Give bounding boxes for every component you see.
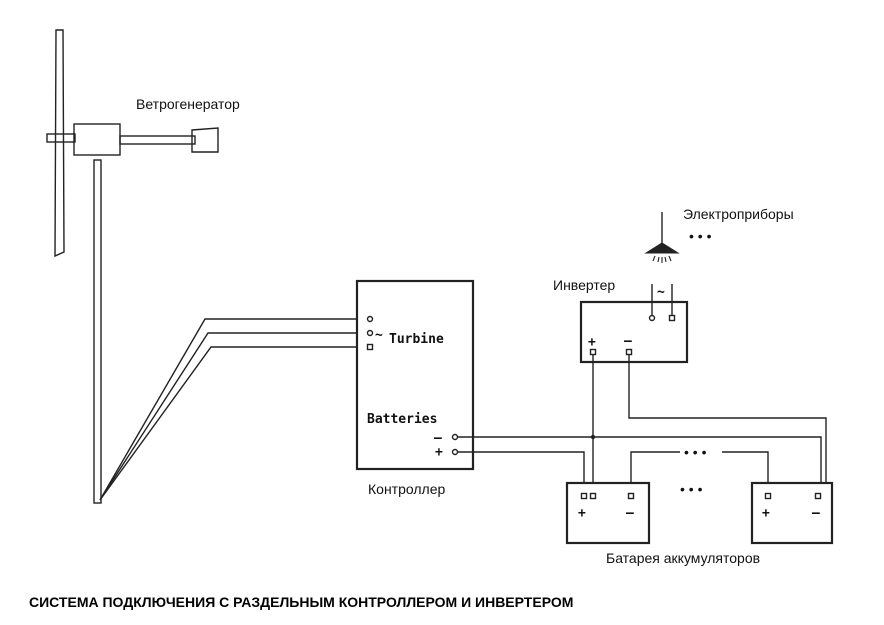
battery-right-minus-terminal (814, 492, 822, 500)
battery-left-minus-terminal (627, 492, 635, 500)
inverter-box (579, 300, 689, 364)
appliance-wires (651, 284, 673, 315)
turbine-tower (93, 159, 102, 504)
diagram-caption: СИСТЕМА ПОДКЛЮЧЕНИЯ С РАЗДЕЛЬНЫМ КОНТРОЛ… (29, 594, 573, 610)
dc-wiring (458, 355, 827, 496)
inverter-dc-minus-terminal (625, 348, 633, 356)
turbine-tail-fin (191, 127, 219, 153)
battery-right: + – (750, 481, 834, 545)
battery-bank-label: Батарея аккумуляторов (606, 550, 760, 566)
turbine-blade (54, 29, 65, 258)
controller-ac-symbol: ~ (375, 328, 383, 343)
inverter-ac-symbol: ~ (657, 285, 665, 300)
battery-left: + – (565, 481, 651, 545)
inverter-ac-terminal-1 (648, 314, 656, 322)
battery-right-plus-terminal (764, 492, 772, 500)
inverter-label: Инвертер (553, 277, 615, 293)
inverter: ~ + – (579, 285, 689, 364)
inverter-dc-plus-terminal (589, 348, 597, 356)
controller-batteries-label: Batteries (367, 412, 437, 427)
appliances-label: Электроприборы (683, 206, 794, 222)
turbine-terminal-1 (366, 315, 374, 323)
turbine-shaft (46, 133, 76, 143)
battery-left-plus-terminal-b (589, 492, 597, 500)
wiring-ellipsis: • • • (684, 444, 707, 460)
inverter-plus-label: + (588, 335, 596, 350)
turbine-terminal-3 (366, 343, 374, 351)
controller-box (355, 279, 475, 471)
controller-battery-plus-terminal (451, 448, 459, 456)
battery-left-plus-terminal (580, 492, 588, 500)
turbine-nacelle (73, 123, 121, 156)
wind-turbine (46, 29, 219, 504)
battery-left-plus-label: + (578, 506, 586, 521)
batteries-ellipsis: • • • (680, 481, 703, 497)
battery-right-minus-label: – (812, 506, 820, 521)
turbine-cable (99, 318, 370, 501)
lamp-icon (644, 212, 680, 263)
junction-dot (590, 434, 596, 440)
controller-label: Контроллер (368, 481, 445, 497)
battery-left-box (565, 481, 651, 545)
wind-generator-label: Ветрогенератор (136, 96, 240, 112)
turbine-terminal-2 (366, 329, 374, 337)
controller: ~ Turbine Batteries – + (355, 279, 475, 471)
controller-turbine-label: Turbine (389, 332, 444, 347)
inverter-ac-terminal-2 (668, 314, 676, 322)
controller-minus-label: – (434, 431, 442, 446)
controller-plus-label: + (435, 445, 443, 460)
controller-battery-minus-terminal (451, 433, 459, 441)
turbine-tail-boom (119, 135, 196, 145)
inverter-minus-label: – (624, 334, 632, 349)
battery-left-minus-label: – (626, 506, 634, 521)
appliances-ellipsis: • • • (689, 228, 712, 244)
battery-right-plus-label: + (762, 506, 770, 521)
